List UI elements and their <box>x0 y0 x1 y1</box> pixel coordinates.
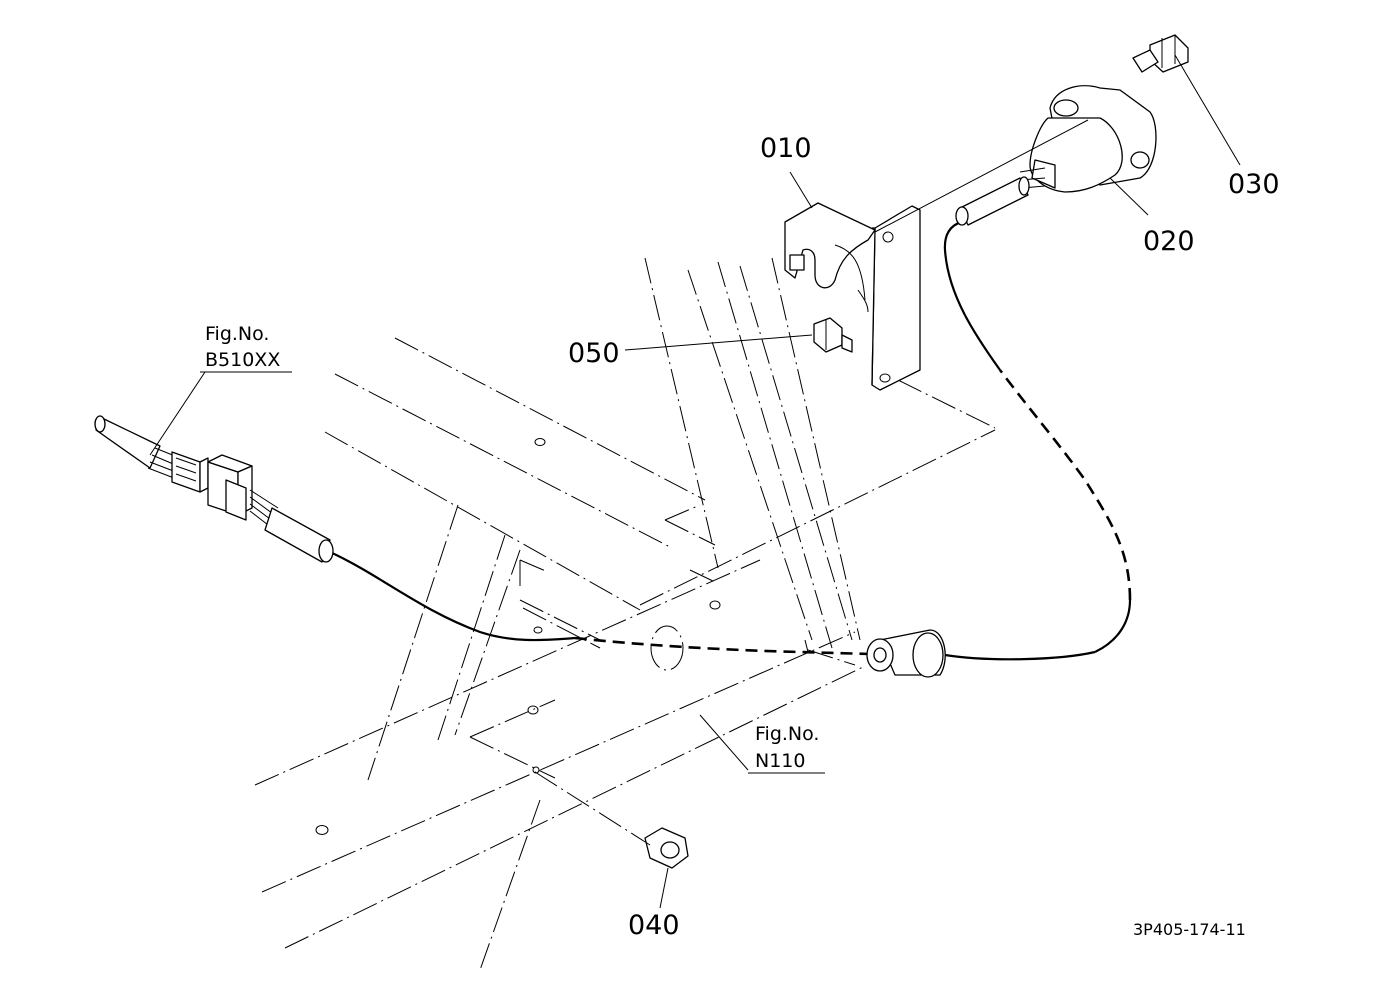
connector-assembly <box>94 415 334 563</box>
harness-cable <box>329 220 1132 661</box>
frame-outline <box>254 257 996 971</box>
drawing-code: 3P405-174-11 <box>1133 920 1246 939</box>
part-label-050: 050 <box>568 338 620 369</box>
part-label-030: 030 <box>1228 169 1280 200</box>
part-label-020: 020 <box>1143 226 1195 257</box>
ref-n110-line2: N110 <box>755 750 805 772</box>
ref-b510-line1: Fig.No. <box>205 323 269 345</box>
part-label-010: 010 <box>760 133 812 164</box>
grommet <box>866 629 946 678</box>
leader-lines <box>149 54 1241 909</box>
sensor-020 <box>955 85 1157 226</box>
ref-b510-line2: B510XX <box>205 349 280 371</box>
bracket-010 <box>784 202 921 391</box>
bolt-050 <box>813 317 853 353</box>
nut-040 <box>644 827 689 869</box>
part-label-040: 040 <box>628 910 680 941</box>
ref-n110-line1: Fig.No. <box>755 723 819 745</box>
bolt-030 <box>1132 34 1189 73</box>
